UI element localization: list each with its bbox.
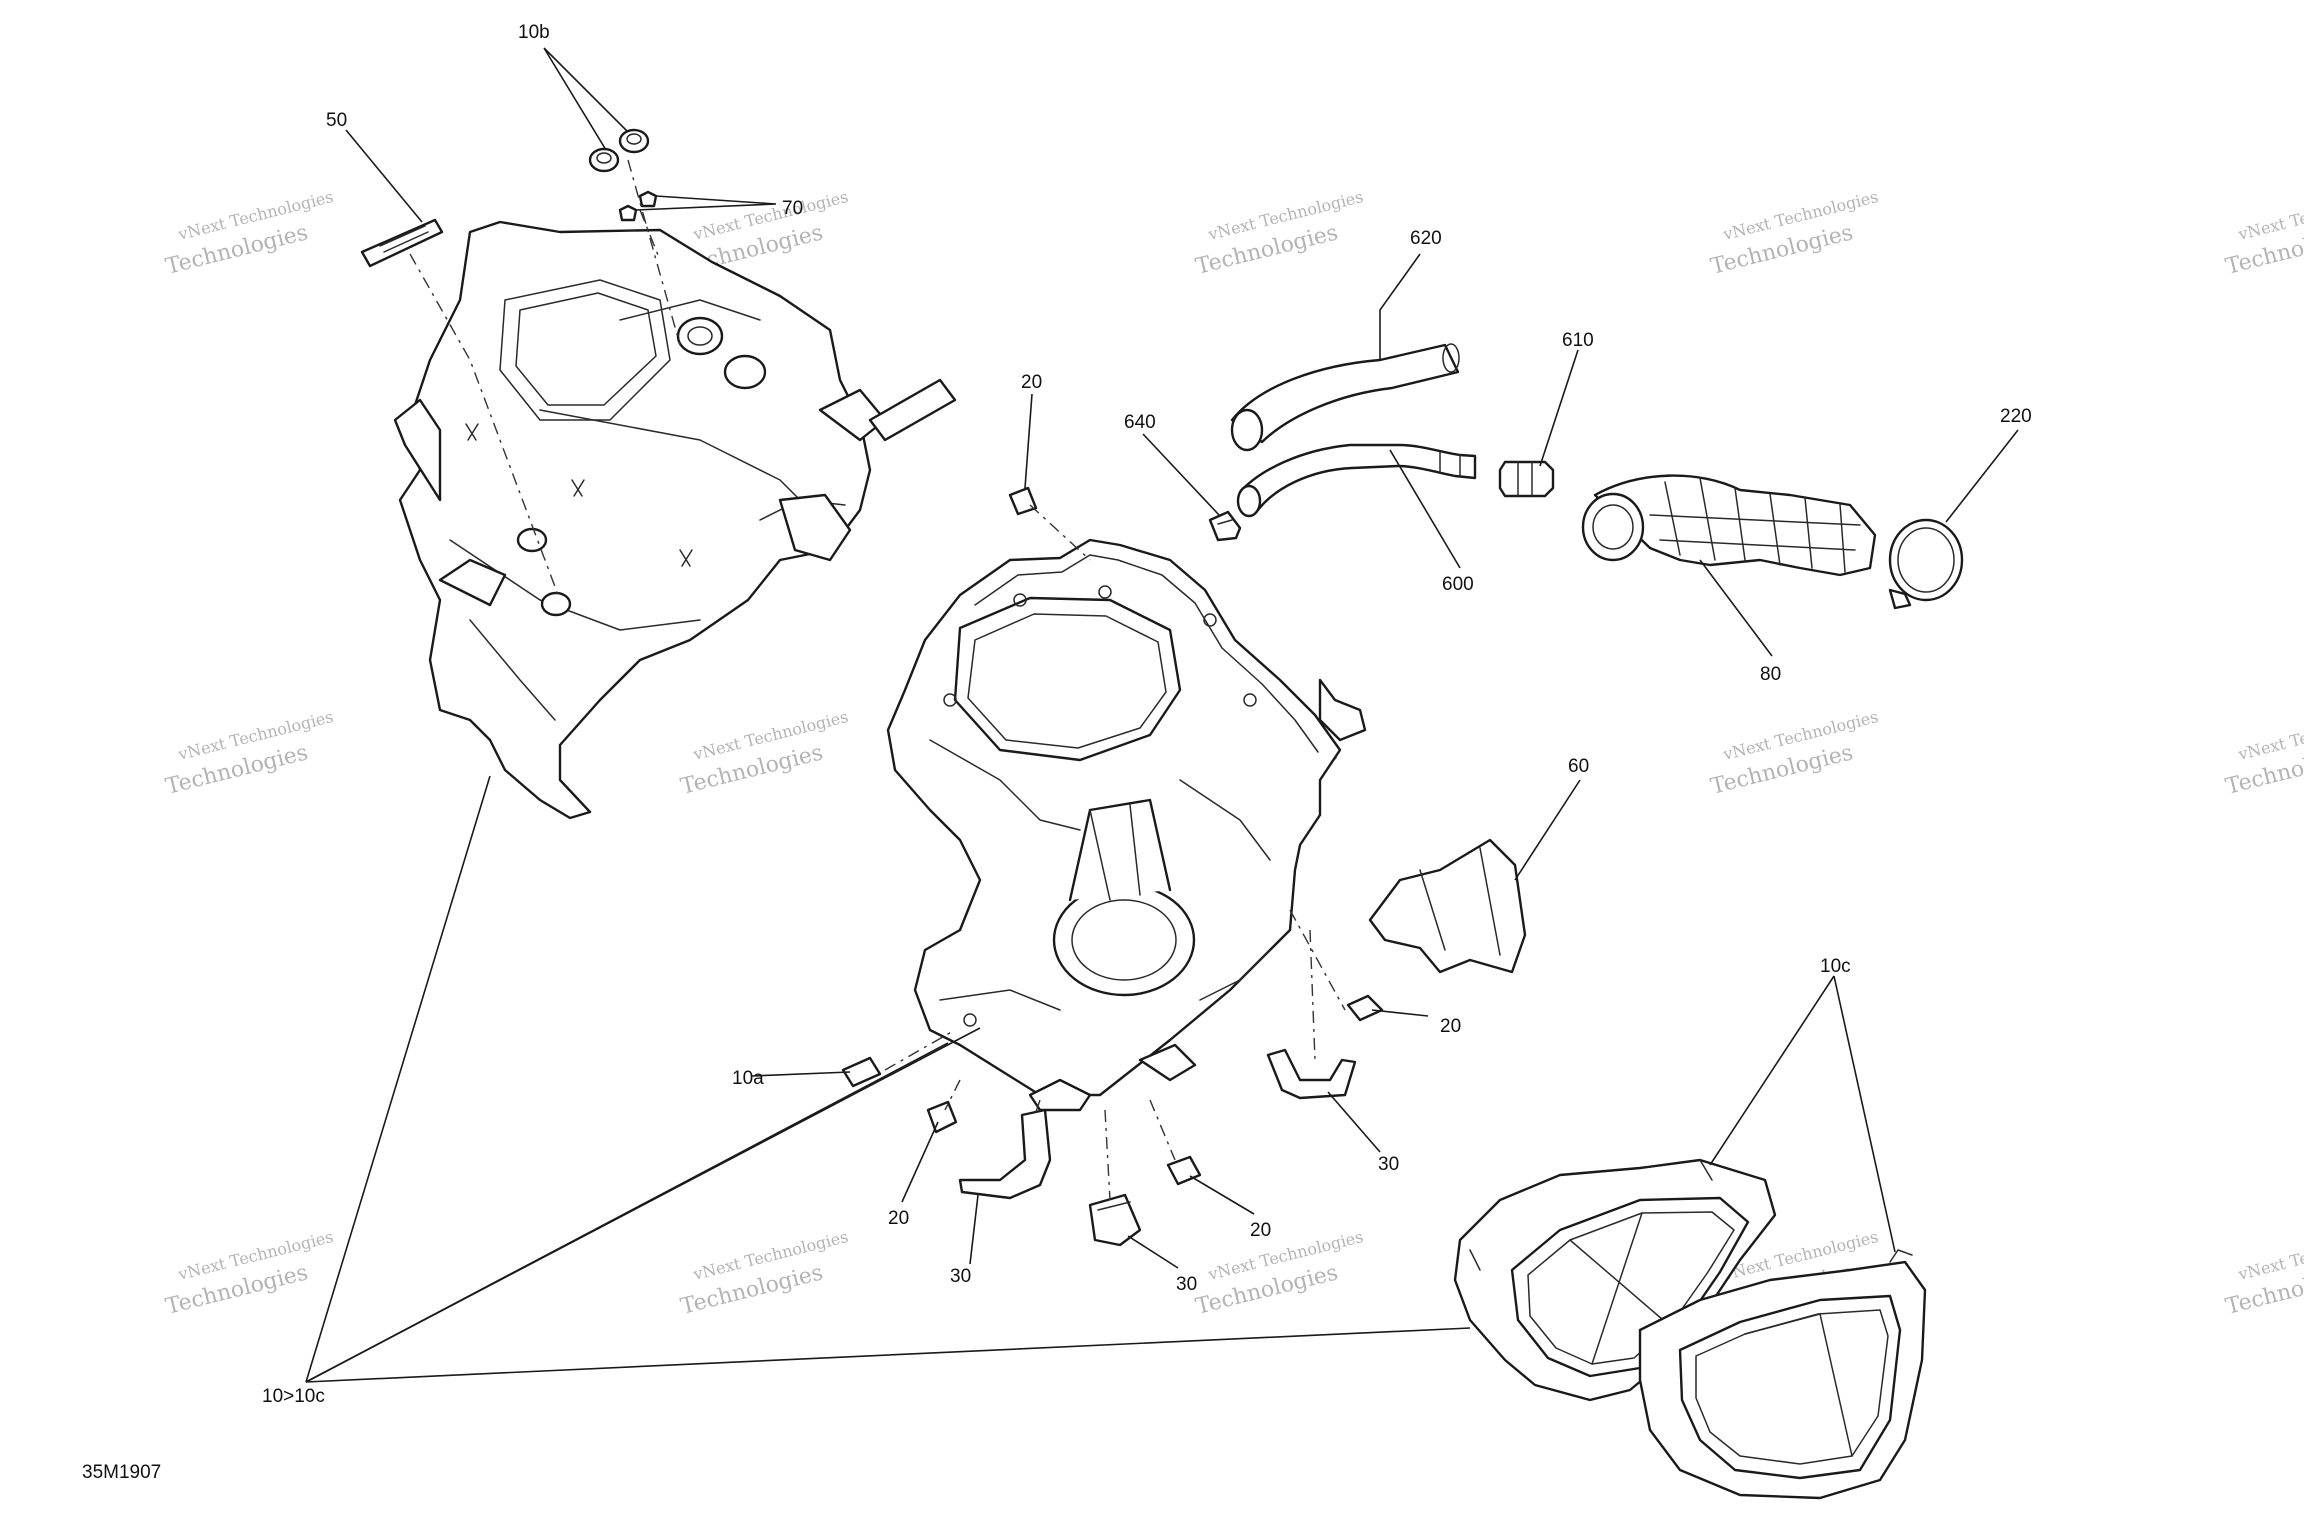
callout-600: 600 [1442,574,1474,595]
callout-10b: 10b [518,22,550,43]
callout-50: 50 [326,110,347,131]
watermark-text: vNext Technologies [2235,707,2304,764]
clamp-640 [1208,510,1242,542]
upper-air-box-frame [393,220,957,820]
callout-10a: 10a [732,1068,764,1089]
grommet-10b [588,128,650,173]
callout-20: 20 [1250,1220,1271,1241]
watermark-text: vNext Technologies [2235,187,2304,244]
pad-60 [1368,838,1527,974]
hose-clamp-220 [1888,518,1964,610]
callout-70: 70 [782,198,803,219]
callout-30: 30 [1176,1274,1197,1295]
callout-640: 640 [1124,412,1156,433]
figure-code: 35M1907 [82,1462,161,1483]
callout-20: 20 [1440,1016,1461,1037]
assembly-centerlines [409,159,1346,1201]
air-filter-frame-rear [1638,1249,1927,1500]
leader-lines [305,47,2019,1383]
callout-20: 20 [888,1208,909,1229]
tube-600 [1236,443,1477,518]
callout-labels: 10b 50 70 620 610 20 640 220 600 80 60 2… [262,22,2032,1407]
callout-80: 80 [1760,664,1781,685]
watermark-text: vNext Technologies [2235,1227,2304,1284]
clip-20 [926,486,1384,1186]
callout-610: 610 [1562,330,1594,351]
callout-30: 30 [1378,1154,1399,1175]
callout-30: 30 [950,1266,971,1287]
label-plate-50 [360,218,444,268]
callout-220: 220 [2000,406,2032,427]
air-box-housing [886,538,1367,1112]
fitting-610 [1498,460,1555,498]
hose-620 [1230,343,1460,452]
fastener-70 [618,190,658,222]
intake-boot-80 [1581,474,1877,577]
callout-60: 60 [1568,756,1589,777]
callout-10c: 10c [1820,956,1851,977]
bracket-30 [958,1048,1357,1247]
callout-20: 20 [1021,372,1042,393]
callout-620: 620 [1410,228,1442,249]
callout-10-to-10c: 10>10c [262,1386,325,1407]
air-filter-frame-front [1453,1158,1777,1402]
tag-10a [841,1056,882,1088]
